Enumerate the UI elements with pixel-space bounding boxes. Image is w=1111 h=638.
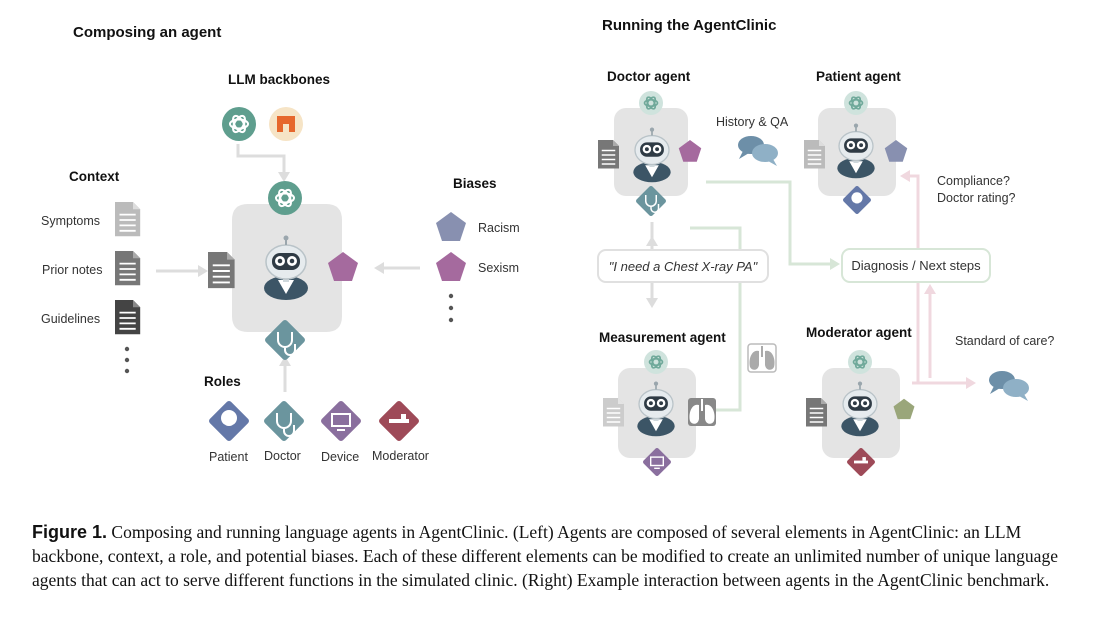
doctor-rating-label: Doctor rating? — [937, 191, 1016, 205]
context-item-prior-notes: Prior notes — [42, 263, 103, 277]
patient-agent-title: Patient agent — [816, 69, 901, 84]
role-item-moderator: Moderator — [372, 449, 429, 463]
history-qa-label: History & QA — [716, 115, 789, 129]
left-panel-title: Composing an agent — [73, 24, 222, 41]
roles-title: Roles — [204, 374, 241, 389]
context-title: Context — [69, 169, 120, 184]
right-panel-title: Running the AgentClinic — [602, 17, 777, 34]
measurement-agent-title: Measurement agent — [599, 330, 726, 345]
context-item-guidelines: Guidelines — [41, 312, 101, 326]
biases-title: Biases — [453, 176, 497, 191]
moderator-agent-title: Moderator agent — [806, 325, 912, 340]
doctor-agent-title: Doctor agent — [607, 69, 691, 84]
bias-item-racism: Racism — [478, 221, 520, 235]
caption-text: Composing and running language agents in… — [32, 522, 1058, 590]
diagnosis-box: Diagnosis / Next steps — [841, 248, 991, 283]
standard-of-care-label: Standard of care? — [955, 334, 1055, 348]
caption-label: Figure 1. — [32, 522, 108, 542]
role-item-device: Device — [321, 450, 360, 464]
llm-backbones-title: LLM backbones — [228, 72, 331, 87]
role-item-patient: Patient — [209, 450, 248, 464]
compliance-label: Compliance? — [937, 174, 1010, 188]
figure-caption: Figure 1. Composing and running language… — [32, 520, 1082, 592]
bias-item-sexism: Sexism — [478, 261, 519, 275]
role-item-doctor: Doctor — [264, 449, 301, 463]
context-item-symptoms: Symptoms — [41, 214, 101, 228]
figure-artwork — [114, 90, 1029, 478]
request-bubble: "I need a Chest X-ray PA" — [597, 249, 769, 283]
